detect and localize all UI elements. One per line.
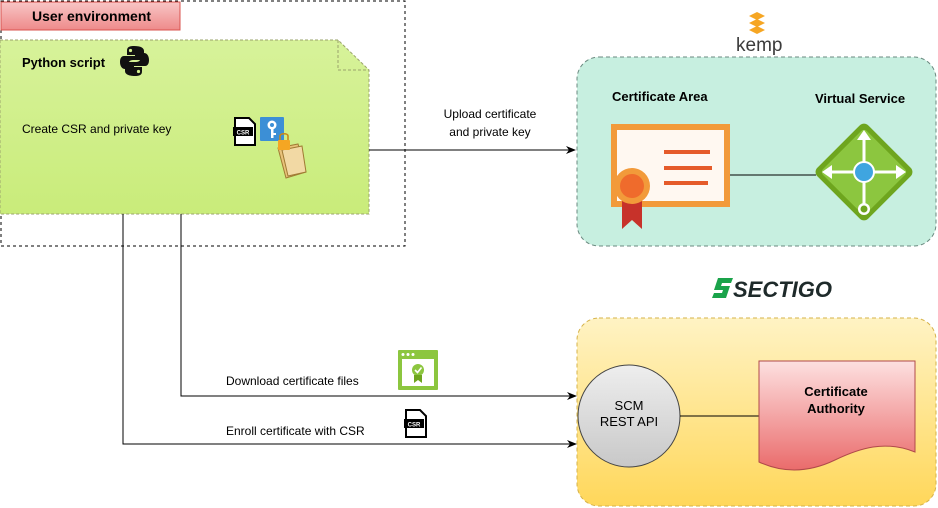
user-environment-label: User environment xyxy=(32,8,151,24)
scm-label-line2: REST API xyxy=(600,414,658,429)
scm-rest-api-node: SCM REST API xyxy=(577,364,681,468)
python-script-task: Create CSR and private key xyxy=(22,122,171,136)
kemp-logo-text: kemp xyxy=(736,35,782,56)
ca-label-line2: Authority xyxy=(807,401,866,416)
virtual-service-icon xyxy=(815,123,913,221)
locked-folder-icon xyxy=(277,132,307,179)
user-environment-label-box: User environment xyxy=(0,1,181,31)
sectigo-logo-text: SECTIGO xyxy=(733,277,832,302)
certificate-files-icon xyxy=(398,350,438,390)
certificate-authority-node: Certificate Authority xyxy=(758,360,916,471)
python-logo-icon xyxy=(120,46,149,76)
csr-document-icon: CSR xyxy=(233,117,256,146)
sectigo-logo: SECTIGO xyxy=(712,277,832,302)
key-icon xyxy=(260,117,284,141)
enroll-label: Enroll certificate with CSR xyxy=(226,424,365,438)
download-label: Download certificate files xyxy=(226,374,359,388)
download-arrow xyxy=(180,214,577,400)
csr-enroll-document-icon: CSR xyxy=(404,409,427,438)
python-script-title: Python script xyxy=(22,55,106,70)
scm-label-line1: SCM xyxy=(615,398,644,413)
enroll-arrow xyxy=(122,214,577,448)
csr-icon-text: CSR xyxy=(237,131,250,137)
upload-label-line1: Upload certificate xyxy=(444,107,537,121)
upload-label-line2: and private key xyxy=(449,125,530,139)
certificate-icon xyxy=(611,124,730,229)
csr-enroll-icon-text: CSR xyxy=(408,423,421,429)
python-script-box: Python script Create CSR and private key xyxy=(0,39,370,215)
kemp-logo: kemp xyxy=(736,12,782,56)
ca-label-line1: Certificate xyxy=(804,384,868,399)
certificate-area-label: Certificate Area xyxy=(612,89,708,104)
virtual-service-label: Virtual Service xyxy=(815,91,905,106)
